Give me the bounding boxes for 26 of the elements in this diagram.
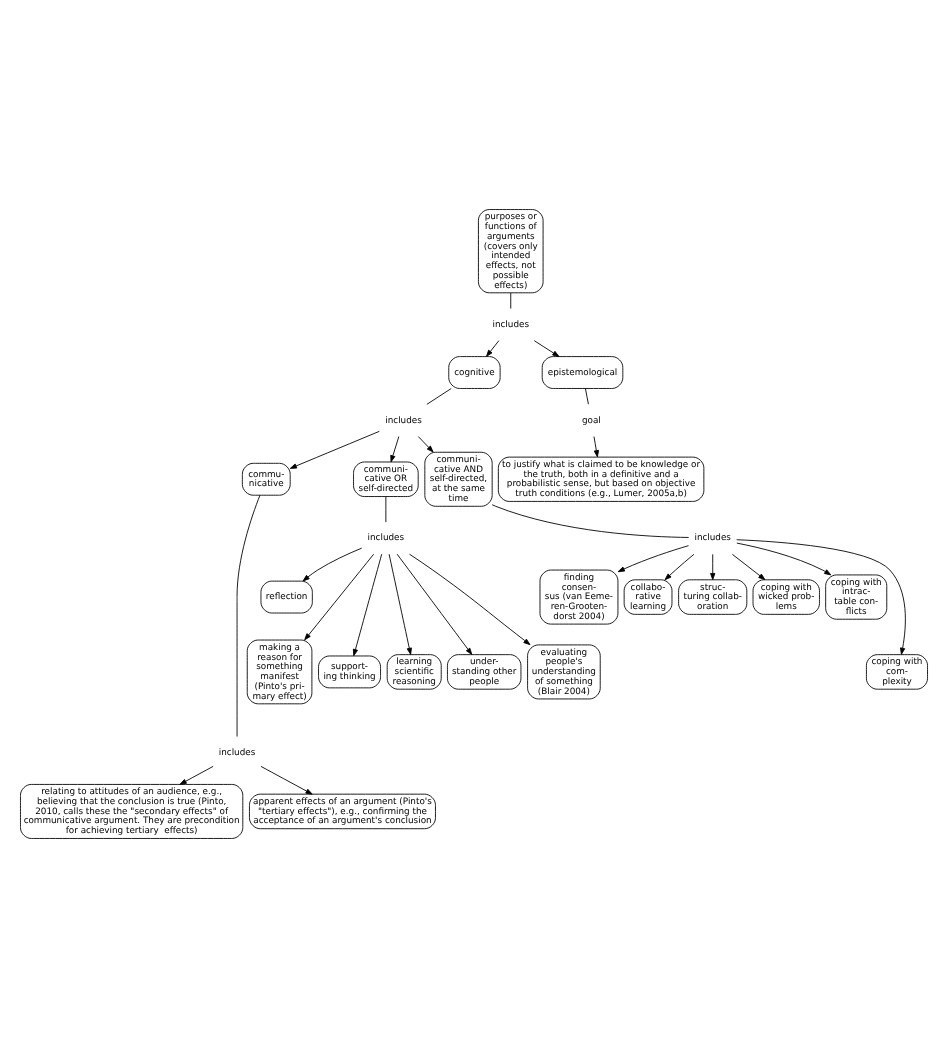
arrow xyxy=(289,429,380,468)
arrow xyxy=(260,764,313,794)
arrow xyxy=(736,541,832,575)
connector xyxy=(491,503,690,537)
arrow xyxy=(352,552,383,656)
arrow xyxy=(617,544,689,572)
connector xyxy=(236,493,261,736)
arrow xyxy=(302,546,363,581)
connector xyxy=(426,387,452,404)
arrow xyxy=(396,552,473,654)
arrow xyxy=(388,552,412,654)
connector xyxy=(385,495,387,522)
connector xyxy=(584,387,589,404)
connector xyxy=(510,291,512,308)
arrow xyxy=(710,552,716,580)
arrow xyxy=(417,435,434,452)
arrow xyxy=(736,538,906,654)
arrow xyxy=(179,764,214,784)
arrow xyxy=(731,552,766,580)
arrow xyxy=(390,435,400,462)
arrow xyxy=(593,435,599,457)
arrow xyxy=(304,552,375,640)
arrow xyxy=(486,339,500,356)
arrow xyxy=(533,339,560,356)
arrow xyxy=(409,552,531,645)
arrow xyxy=(664,552,695,580)
